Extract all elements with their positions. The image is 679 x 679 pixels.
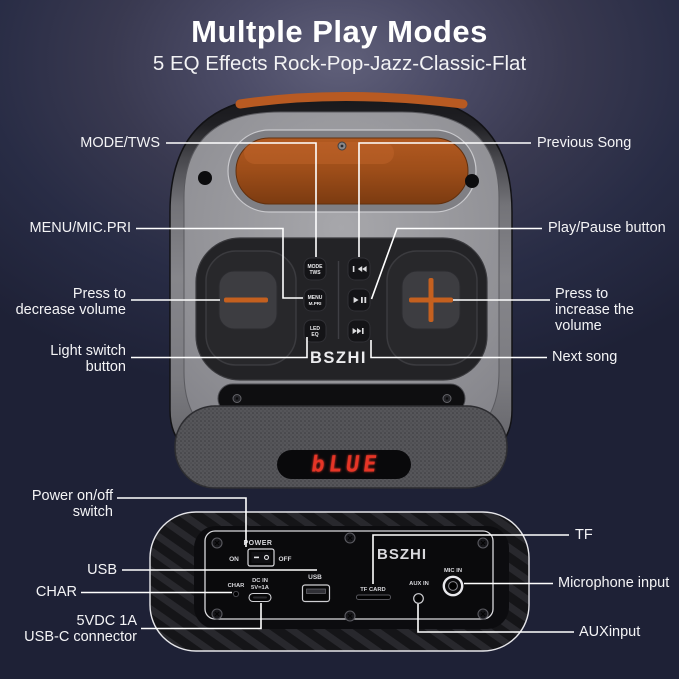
callout-previous-song: Previous Song <box>537 135 632 151</box>
svg-text:OFF: OFF <box>279 556 292 563</box>
face-screw-right <box>465 174 479 188</box>
callout-usb: USB <box>87 562 117 578</box>
line-power-switch <box>117 497 247 547</box>
switch-off-mark <box>263 554 270 560</box>
handle-highlight <box>244 142 394 164</box>
usb-port: USB <box>301 574 331 603</box>
speaker-top-view: MODE TWS MENU M.PRI LED EQ <box>169 92 513 489</box>
panel-screw-slots <box>214 535 486 619</box>
svg-text:M.PRI: M.PRI <box>309 301 322 306</box>
svg-text:LED: LED <box>310 326 320 332</box>
brand-logo: BSZHI <box>310 349 367 367</box>
callout-light-switch: Light switch button <box>50 343 126 375</box>
svg-text:CHAR: CHAR <box>228 583 246 589</box>
play-pause-button <box>347 288 371 312</box>
volume-up-button <box>386 250 478 366</box>
svg-text:MENU: MENU <box>308 295 323 301</box>
callout-tf: TF <box>575 527 593 543</box>
speaker-bottom-view: POWER ON OFF CHAR DC IN 5V=1A <box>149 511 530 652</box>
line-light-switch <box>131 337 308 359</box>
line-menu-mic-pri <box>136 227 303 299</box>
line-next-song <box>370 340 547 359</box>
play-pause-icon <box>353 297 367 303</box>
svg-text:ON: ON <box>229 556 239 563</box>
mic-jack: MIC IN <box>442 568 464 597</box>
aux-jack: AUX IN <box>409 581 429 604</box>
line-previous-song <box>358 142 531 257</box>
line-usbc <box>141 603 262 630</box>
next-song-button <box>347 319 371 343</box>
led-display-text: bLUE <box>310 452 383 478</box>
callout-microphone: Microphone input <box>558 575 670 591</box>
charge-indicator: CHAR <box>228 583 246 598</box>
callout-aux: AUXinput <box>579 624 641 640</box>
rear-brand-logo: BSZHI <box>377 546 427 563</box>
previous-icon <box>352 266 367 272</box>
line-play-pause <box>370 227 542 300</box>
line-aux <box>417 604 574 633</box>
callout-next-song: Next song <box>552 349 618 365</box>
line-tf <box>372 534 569 584</box>
callout-mode-tws: MODE/TWS <box>80 135 160 151</box>
menu-mpri-button: MENU M.PRI <box>303 288 327 312</box>
minus-icon <box>224 297 268 303</box>
page-subtitle: 5 EQ Effects Rock-Pop-Jazz-Classic-Flat <box>152 52 527 75</box>
callout-char: CHAR <box>35 584 77 600</box>
svg-text:MIC IN: MIC IN <box>444 568 462 574</box>
callout-usbc-connector: 5VDC 1A USB-C connector <box>24 613 137 645</box>
top-accent-strip <box>235 92 468 109</box>
line-mode-tws <box>166 142 317 257</box>
svg-text:TWS: TWS <box>309 270 321 276</box>
next-icon <box>352 328 364 334</box>
svg-text:POWER: POWER <box>244 540 273 547</box>
mode-tws-button: MODE TWS <box>303 257 327 281</box>
callout-decrease-volume: Press to decrease volume <box>15 286 126 318</box>
svg-text:TF CARD: TF CARD <box>360 587 385 593</box>
previous-song-button <box>347 257 371 281</box>
callout-increase-volume: Press to increase the volume <box>555 286 634 334</box>
callout-power-switch: Power on/off switch <box>31 488 113 520</box>
svg-text:AUX IN: AUX IN <box>409 581 429 587</box>
callout-play-pause: Play/Pause button <box>548 220 666 236</box>
handle-recess <box>235 137 469 205</box>
svg-text:EQ: EQ <box>311 332 318 338</box>
plus-icon-v <box>428 278 434 322</box>
face-screw-left <box>198 171 212 185</box>
svg-text:DC IN: DC IN <box>252 578 268 584</box>
svg-text:MODE: MODE <box>308 264 324 270</box>
speaker-grille <box>174 405 508 489</box>
led-eq-button: LED EQ <box>303 319 327 343</box>
callout-lines <box>81 142 574 633</box>
volume-down-button <box>205 250 297 366</box>
tf-card-slot: TF CARD <box>356 587 391 600</box>
svg-text:USB: USB <box>308 574 322 581</box>
led-display: bLUE <box>277 450 411 479</box>
switch-on-mark <box>254 556 259 559</box>
power-switch: POWER ON OFF <box>229 540 292 567</box>
svg-text:5V=1A: 5V=1A <box>251 585 270 591</box>
usbc-port: DC IN 5V=1A <box>248 578 272 603</box>
handle-knob-dot <box>340 144 344 148</box>
callout-menu-mic-pri: MENU/MIC.PRI <box>29 220 132 236</box>
page-title: Multple Play Modes <box>191 14 488 49</box>
